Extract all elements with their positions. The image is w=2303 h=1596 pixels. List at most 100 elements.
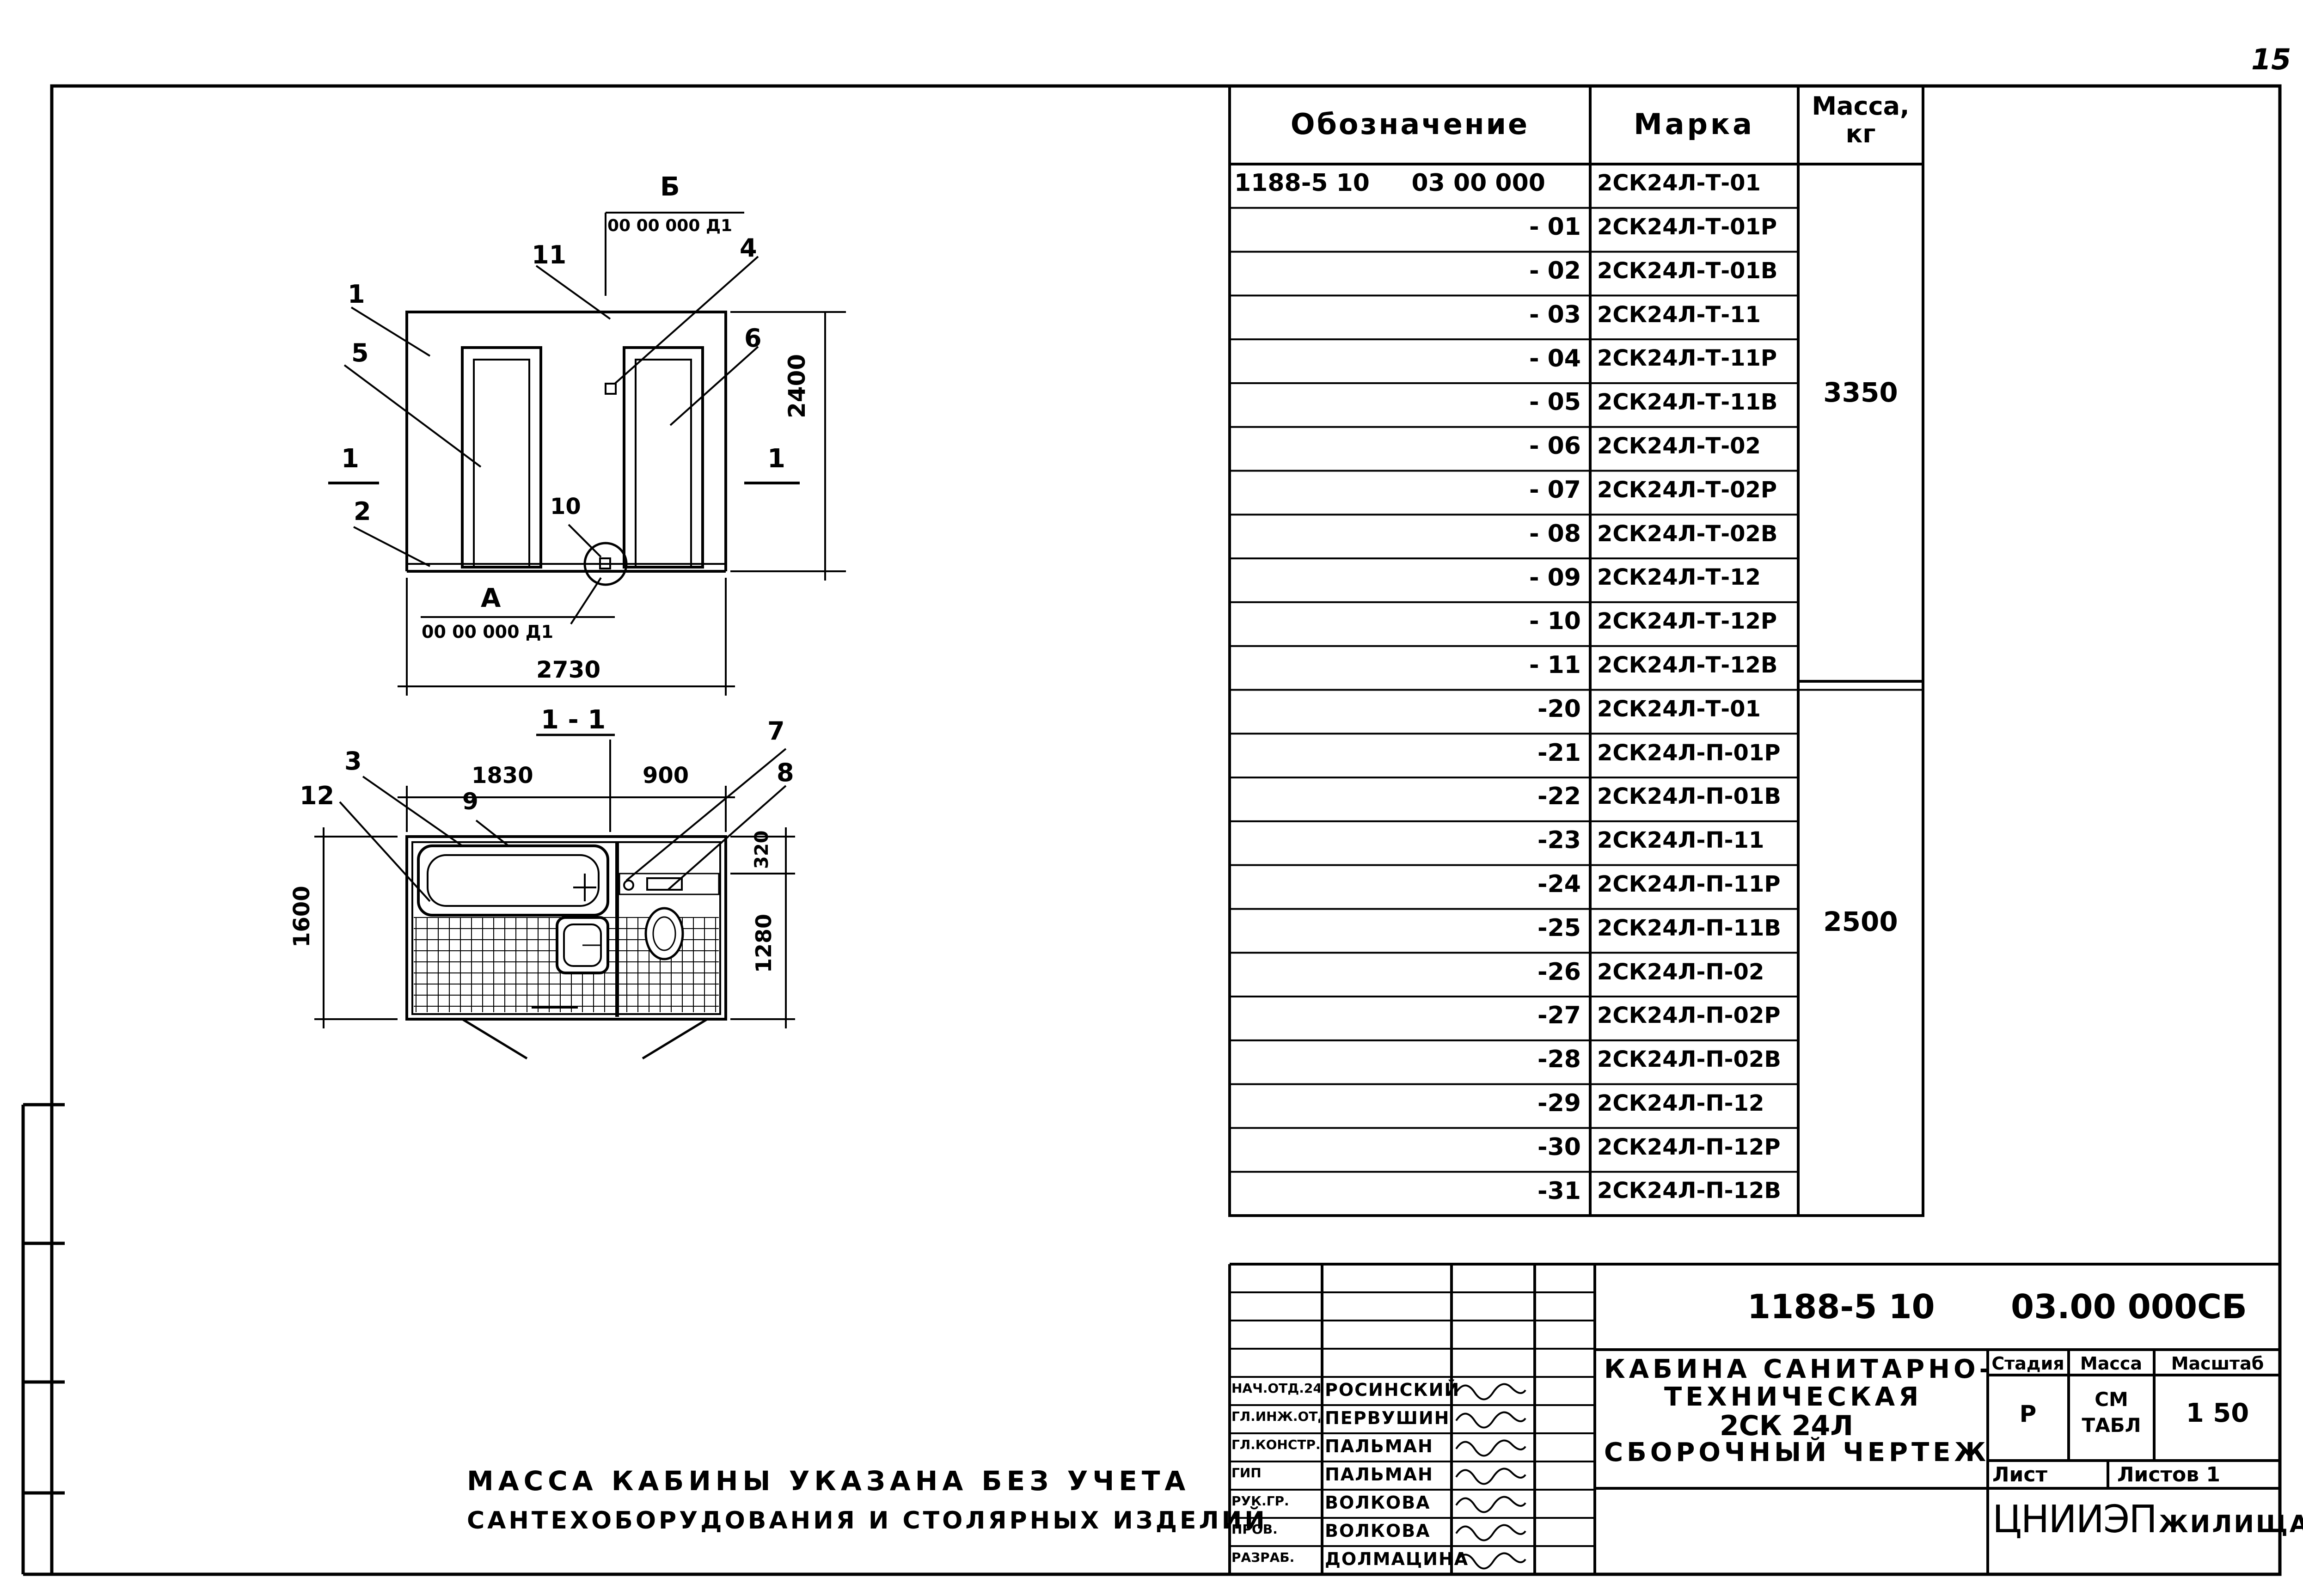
header-designation: Обозначение bbox=[1290, 107, 1530, 141]
organization-logo: ЦНИИЭП жилища bbox=[1992, 1498, 2303, 1541]
row-designation: -20 bbox=[1537, 695, 1581, 723]
row-mark: 2СК24Л-П-11В bbox=[1597, 915, 1781, 941]
row-mark: 2СК24Л-П-01В bbox=[1597, 783, 1781, 810]
section-mark-left: 1 bbox=[341, 444, 359, 474]
handwritten-signature bbox=[1455, 1552, 1526, 1570]
row-designation: - 08 bbox=[1529, 520, 1581, 548]
row-mark: 2СК24Л-Т-02 bbox=[1597, 433, 1761, 459]
row-designation: - 11 bbox=[1529, 651, 1581, 679]
row-mark: 2СК24Л-П-12 bbox=[1597, 1090, 1764, 1116]
row-mark: 2СК24Л-Т-11Р bbox=[1597, 345, 1777, 372]
mass-group-2: 2500 bbox=[1823, 906, 1898, 937]
signature-name: Долмацина bbox=[1325, 1549, 1469, 1569]
signature-role: Разраб. bbox=[1231, 1550, 1295, 1565]
row-designation: -27 bbox=[1537, 1002, 1581, 1030]
row-designation: -31 bbox=[1537, 1177, 1581, 1205]
callout-7: 7 bbox=[767, 716, 785, 746]
row-mark: 2СК24Л-П-11Р bbox=[1597, 871, 1781, 897]
page-number: 15 bbox=[2251, 43, 2291, 76]
signature-name: Волкова bbox=[1325, 1521, 1431, 1541]
mass-header: Масса bbox=[2080, 1353, 2143, 1374]
section-mark-right: 1 bbox=[767, 444, 785, 474]
signature-role: ГИП bbox=[1231, 1465, 1262, 1480]
header-mark: Марка bbox=[1634, 107, 1755, 141]
row-designation: -28 bbox=[1537, 1046, 1581, 1074]
callout-2: 2 bbox=[354, 497, 371, 526]
row-mark: 2СК24Л-Т-02Р bbox=[1597, 477, 1777, 503]
row-mark: 2СК24Л-Т-01 bbox=[1597, 696, 1761, 722]
row-designation: - 06 bbox=[1529, 432, 1581, 460]
title-line-4: Сборочный чертеж bbox=[1604, 1437, 1990, 1468]
row-designation: - 01 bbox=[1529, 213, 1581, 241]
signature-name: Первушин bbox=[1325, 1408, 1450, 1428]
row-designation: -29 bbox=[1537, 1089, 1581, 1117]
callout-12: 9 bbox=[462, 788, 478, 815]
callout-5: 5 bbox=[351, 338, 369, 367]
row-designation: - 02 bbox=[1529, 257, 1581, 285]
handwritten-signature bbox=[1455, 1439, 1526, 1457]
row-designation: -23 bbox=[1537, 826, 1581, 855]
stage-value: Р bbox=[2019, 1400, 2037, 1427]
title-line-3: 2СК 24Л bbox=[1720, 1410, 1854, 1442]
row-designation: -25 bbox=[1537, 914, 1581, 942]
doc-code: 1188-5 10 bbox=[1747, 1287, 1935, 1326]
row-designation: -26 bbox=[1537, 958, 1581, 986]
handwritten-signature bbox=[1455, 1468, 1526, 1485]
header-mass: Масса, кг bbox=[1812, 92, 1910, 148]
title-line-2: техническая bbox=[1664, 1382, 1923, 1412]
row-mark: 2СК24Л-Т-02В bbox=[1597, 520, 1778, 547]
sheet-label: Лист bbox=[1992, 1463, 2047, 1486]
note-line-1: Масса кабины указана без учета bbox=[467, 1465, 1190, 1497]
elevation-ref-b: 00 00 000 Д1 bbox=[607, 216, 733, 235]
row-designation: - 10 bbox=[1529, 607, 1581, 636]
row-designation: - 05 bbox=[1529, 388, 1581, 416]
mass-value: см табл bbox=[2082, 1388, 2141, 1437]
row-designation: -21 bbox=[1537, 739, 1581, 767]
row-designation: - 04 bbox=[1529, 344, 1581, 373]
signature-name: Росинский bbox=[1325, 1380, 1460, 1400]
row-designation: - 07 bbox=[1529, 476, 1581, 504]
handwritten-signature bbox=[1455, 1524, 1526, 1541]
plan-dim-upper: 320 bbox=[751, 830, 772, 869]
mass-group-1: 3350 bbox=[1823, 377, 1898, 408]
row-mark: 2СК24Л-Т-12 bbox=[1597, 564, 1761, 591]
row-mark: 2СК24Л-П-01Р bbox=[1597, 740, 1781, 766]
signature-role: Гл.констр.отд. bbox=[1231, 1437, 1320, 1452]
callout-9: 12 bbox=[300, 781, 335, 810]
handwritten-signature bbox=[1455, 1411, 1526, 1429]
elevation-drawing bbox=[328, 212, 846, 696]
row-mark: 2СК24Л-Т-11 bbox=[1597, 301, 1761, 328]
row-mark: 2СК24Л-Т-01 bbox=[1597, 170, 1761, 196]
title-line-1: Кабина санитарно- bbox=[1604, 1354, 1994, 1384]
row-mark: 2СК24Л-Т-12Р bbox=[1597, 608, 1777, 635]
callout-1: 1 bbox=[348, 280, 365, 309]
note-line-2: сантехоборудования и столярных изделий bbox=[467, 1507, 1268, 1535]
signature-name: Волкова bbox=[1325, 1492, 1431, 1513]
sheets-label: Листов 1 bbox=[2117, 1463, 2220, 1486]
elevation-width-dimension: 2730 bbox=[536, 656, 601, 683]
row-mark: 2СК24Л-Т-12В bbox=[1597, 652, 1778, 678]
signature-role: Гл.инж.отд. bbox=[1231, 1409, 1320, 1424]
callout-3: 3 bbox=[344, 746, 362, 776]
elevation-label-b: Б bbox=[660, 172, 680, 202]
org-abbr: ЦНИИЭП bbox=[1992, 1498, 2157, 1541]
stage-header: Стадия bbox=[1991, 1353, 2064, 1374]
row-mark: 2СК24Л-П-12Р bbox=[1597, 1134, 1781, 1160]
elevation-label-a: А bbox=[481, 583, 501, 613]
doc-number: 03.00 000СБ bbox=[2011, 1287, 2247, 1326]
plan-dim-left: 1830 bbox=[472, 763, 533, 789]
plan-dim-lower: 1280 bbox=[751, 913, 776, 973]
scale-value: 1 50 bbox=[2186, 1398, 2249, 1428]
signature-name: Пальман bbox=[1325, 1436, 1433, 1456]
signature-role: Нач.отд.24 bbox=[1231, 1381, 1320, 1396]
plan-section-title: 1 - 1 bbox=[541, 705, 606, 735]
row-mark: 2СК24Л-П-02Р bbox=[1597, 1003, 1781, 1029]
row-designation: -24 bbox=[1537, 870, 1581, 899]
title-block-grid bbox=[1228, 1263, 2280, 1574]
signature-role: Рук.гр. bbox=[1231, 1493, 1289, 1509]
callout-8: 8 bbox=[777, 758, 794, 787]
row-designation: - 09 bbox=[1529, 563, 1581, 592]
plan-drawing bbox=[314, 734, 795, 1060]
callout-10: 10 bbox=[550, 494, 581, 520]
callout-4: 4 bbox=[740, 233, 757, 263]
